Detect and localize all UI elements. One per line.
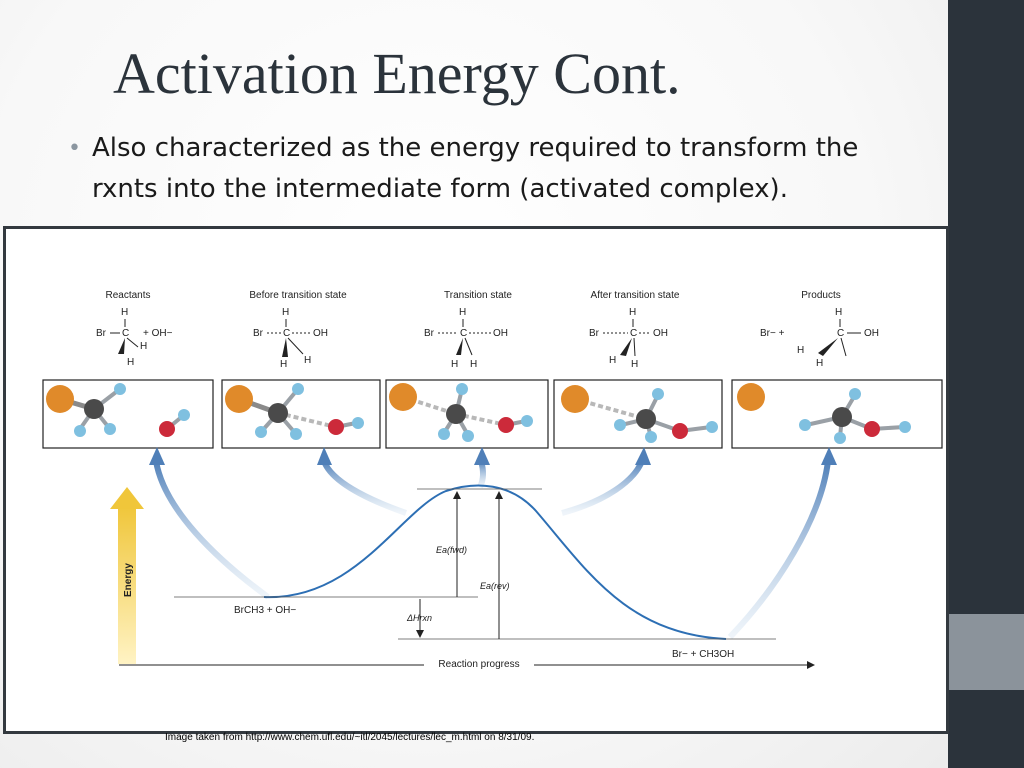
hydrogen-atom	[462, 430, 474, 442]
svg-text:Br: Br	[589, 328, 600, 339]
svg-text:H: H	[121, 307, 128, 318]
svg-text:OH: OH	[653, 328, 668, 339]
svg-text:OH: OH	[493, 328, 508, 339]
image-source-caption: Image taken from http://www.chem.ufl.edu…	[165, 732, 535, 743]
stage-title-before: Before transition state	[249, 290, 347, 301]
pointer-arrows	[149, 447, 837, 640]
hydrogen-atom	[614, 419, 626, 431]
oxygen-atom	[672, 423, 688, 439]
svg-text:H: H	[470, 359, 477, 370]
oxygen-atom	[328, 419, 344, 435]
stage-title-after: After transition state	[591, 290, 680, 301]
hydrogen-atom	[834, 432, 846, 444]
hydrogen-atom	[521, 415, 533, 427]
svg-text:C: C	[122, 328, 129, 339]
svg-text:H: H	[797, 345, 804, 356]
hydrogen-atom	[178, 409, 190, 421]
carbon-atom	[832, 407, 852, 427]
products-energy-label: Br− + CH3OH	[672, 649, 734, 660]
molecule-panel-transition	[385, 379, 549, 449]
svg-text:C: C	[283, 328, 290, 339]
bullet-point: • Also characterized as the energy requi…	[68, 128, 918, 210]
hydrogen-atom	[456, 383, 468, 395]
stage-title-products: Products	[801, 290, 840, 301]
svg-text:Br: Br	[253, 328, 264, 339]
oxygen-atom	[498, 417, 514, 433]
hydrogen-atom	[652, 388, 664, 400]
bromine-atom	[225, 385, 253, 413]
energy-axis: Energy	[110, 487, 144, 664]
hydrogen-atom	[799, 419, 811, 431]
reactants-energy-label: BrCH3 + OH−	[234, 605, 296, 616]
hydrogen-atom	[292, 383, 304, 395]
side-accent-block	[948, 614, 1024, 690]
svg-text:OH: OH	[864, 328, 879, 339]
hydrogen-atom	[849, 388, 861, 400]
formula-before: Br C OH H H H	[253, 307, 328, 370]
formula-transition: Br C OH H H H	[424, 307, 508, 370]
stage-title-transition: Transition state	[444, 290, 512, 301]
svg-text:H: H	[629, 307, 636, 318]
carbon-atom	[268, 403, 288, 423]
stage-title-reactants: Reactants	[105, 290, 150, 301]
reaction-energy-diagram: Reactants Before transition state Transi…	[3, 226, 949, 734]
formula-products: Br− + C OH H H H	[760, 307, 879, 369]
svg-text:C: C	[630, 328, 637, 339]
carbon-atom	[446, 404, 466, 424]
oxygen-atom	[864, 421, 880, 437]
hydrogen-atom	[899, 421, 911, 433]
oxygen-atom	[159, 421, 175, 437]
bullet-dot-icon: •	[68, 136, 81, 161]
ea-rev-label: Ea(rev)	[480, 581, 510, 591]
svg-text:H: H	[459, 307, 466, 318]
molecule-panel-after	[553, 379, 723, 449]
formula-after: Br C OH H H H	[589, 307, 668, 370]
svg-text:H: H	[816, 358, 823, 369]
hydrogen-atom	[706, 421, 718, 433]
hydrogen-atom	[114, 383, 126, 395]
svg-text:C: C	[460, 328, 467, 339]
svg-text:C: C	[837, 328, 844, 339]
diagram-svg: Reactants Before transition state Transi…	[42, 290, 943, 670]
hydrogen-atom	[74, 425, 86, 437]
molecule-panel-before	[221, 379, 381, 449]
svg-text:+ OH−: + OH−	[143, 328, 173, 339]
svg-text:H: H	[140, 341, 147, 352]
slide-title: Activation Energy Cont.	[113, 41, 681, 106]
svg-text:H: H	[280, 359, 287, 370]
svg-text:Br− +: Br− +	[760, 328, 785, 339]
svg-text:H: H	[127, 357, 134, 368]
carbon-atom	[636, 409, 656, 429]
carbon-atom	[84, 399, 104, 419]
hydrogen-atom	[104, 423, 116, 435]
svg-text:H: H	[631, 359, 638, 370]
svg-text:H: H	[304, 355, 311, 366]
svg-text:H: H	[451, 359, 458, 370]
svg-text:H: H	[835, 307, 842, 318]
hydrogen-atom	[352, 417, 364, 429]
bromine-atom	[46, 385, 74, 413]
svg-text:Br: Br	[424, 328, 435, 339]
molecule-panel-reactants	[42, 379, 214, 449]
bromine-ion	[737, 383, 765, 411]
svg-text:OH: OH	[313, 328, 328, 339]
delta-h-label: ΔHrxn	[406, 613, 432, 623]
bullet-text: Also characterized as the energy require…	[92, 133, 859, 204]
formula-reactants: Br C H H H + OH−	[96, 307, 173, 368]
hydrogen-atom	[255, 426, 267, 438]
molecule-panel-products	[731, 379, 943, 449]
energy-axis-label: Energy	[123, 563, 134, 597]
svg-text:H: H	[282, 307, 289, 318]
svg-text:H: H	[609, 355, 616, 366]
reaction-progress-label: Reaction progress	[438, 659, 519, 670]
svg-text:Br: Br	[96, 328, 107, 339]
hydrogen-atom	[645, 431, 657, 443]
hydrogen-atom	[438, 428, 450, 440]
bromine-atom	[389, 383, 417, 411]
hydrogen-atom	[290, 428, 302, 440]
bromine-atom	[561, 385, 589, 413]
ea-fwd-label: Ea(fwd)	[436, 545, 467, 555]
energy-curve	[263, 484, 727, 640]
